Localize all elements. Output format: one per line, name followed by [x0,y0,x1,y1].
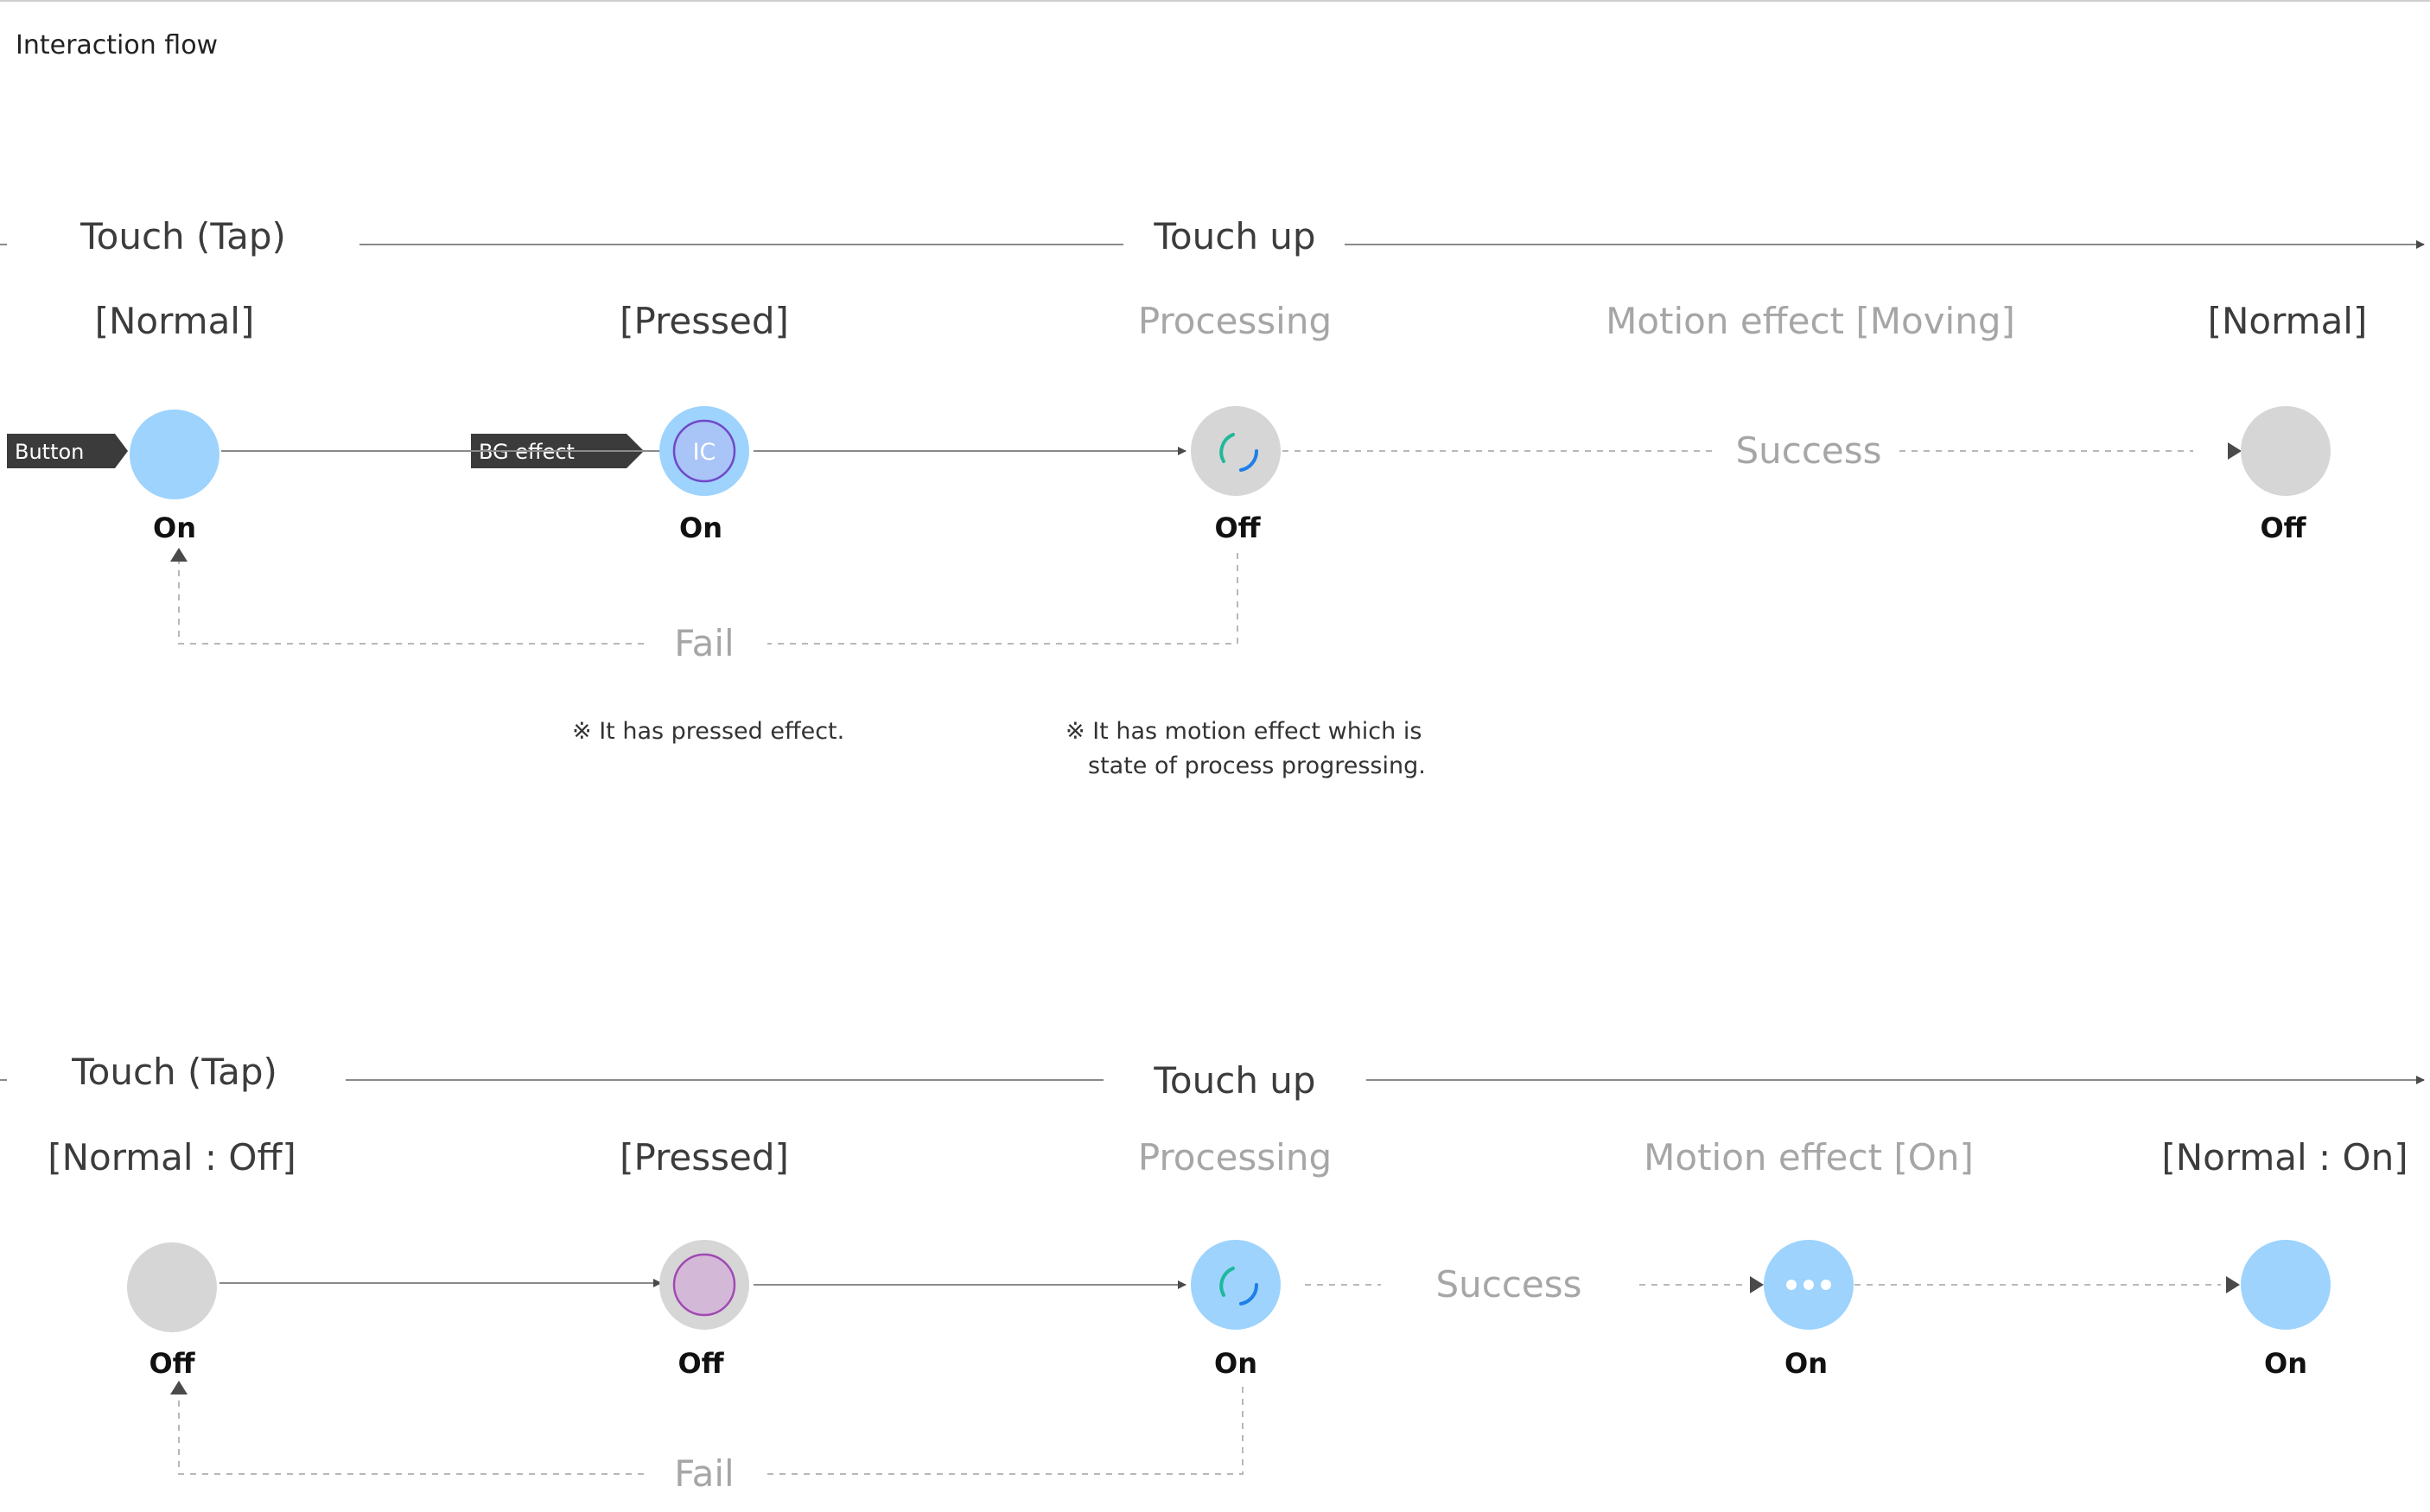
arrowhead [2226,1276,2240,1293]
arrowhead [170,548,188,562]
motion-on-circle [1764,1240,1854,1330]
state-pressed-label: [Pressed] [620,1136,789,1178]
fail-loop-right [767,1387,1244,1475]
note-motion-line1: ※ It has motion effect which is [1066,718,1422,745]
value-label: On [153,511,196,544]
fail-loop-right [767,553,1238,645]
processing-circle [1191,1240,1281,1330]
touch-tap-label: Touch (Tap) [80,215,286,257]
state-pressed-label: [Pressed] [620,300,789,342]
page-title: Interaction flow [16,30,218,60]
success-label: Success [1735,429,1881,472]
value-label: On [1784,1347,1828,1380]
arrowhead [2228,442,2242,460]
touch-up-label: Touch up [1153,1059,1315,1102]
state-normal-end-label: [Normal] [2208,300,2368,342]
fail-loop-left [178,562,644,645]
pressed-circle [659,1240,749,1330]
spinner-icon [1219,1267,1259,1306]
note-pressed: ※ It has pressed effect. [572,718,844,745]
button-on-circle [130,410,219,499]
state-normal-label: [Normal] [95,300,255,342]
more-dots-icon [1786,1280,1831,1290]
normal-off-circle [2241,406,2331,496]
value-label: Off [2260,511,2306,544]
value-label: Off [149,1347,195,1380]
value-label: On [2264,1347,2307,1380]
success-label: Success [1435,1263,1581,1306]
state-normal-on-label: [Normal : On] [2161,1136,2408,1178]
spinner-icon [1219,433,1259,472]
state-motion-label: Motion effect [On] [1644,1136,1974,1178]
touch-tap-label: Touch (Tap) [71,1051,277,1093]
arrowhead [1750,1276,1764,1293]
value-label: Off [1214,511,1261,544]
flow-1: Touch (Tap) Touch up [Normal] [Pressed] … [0,215,2425,779]
value-label: Off [677,1347,724,1380]
pressed-circle: IC [659,406,749,496]
fail-loop-left [178,1394,644,1475]
state-processing-label: Processing [1138,300,1332,342]
ic-icon [672,419,736,483]
normal-on-circle [2241,1240,2331,1330]
processing-circle [1191,406,1281,496]
touch-up-label: Touch up [1153,215,1315,257]
arrowhead [170,1381,188,1394]
flow-2: Touch (Tap) Touch up [Normal : Off] [Pre… [0,1051,2425,1495]
value-label: On [679,511,722,544]
note-motion-line2: state of process progressing. [1088,753,1426,779]
value-label: On [1214,1347,1257,1380]
normal-off-circle [127,1242,217,1332]
button-tag: Button [7,434,128,468]
svg-text:Button: Button [15,440,84,464]
pressed-effect-icon [672,1253,736,1317]
fail-label: Fail [674,1452,734,1495]
fail-label: Fail [674,622,734,664]
state-processing-label: Processing [1138,1136,1332,1178]
state-motion-label: Motion effect [Moving] [1606,300,2015,342]
svg-text:IC: IC [693,439,716,466]
state-normal-off-label: [Normal : Off] [48,1136,296,1178]
